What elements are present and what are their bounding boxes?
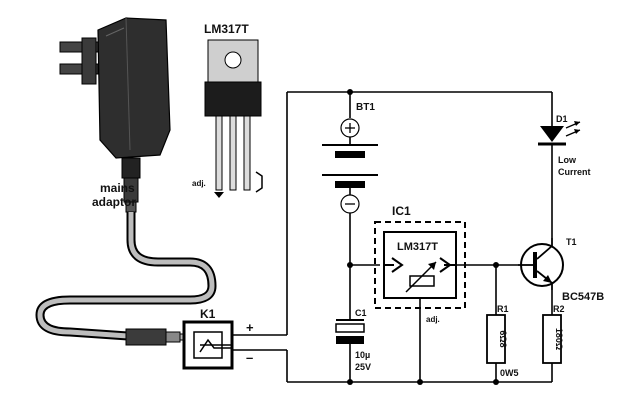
k1-label: K1 — [200, 307, 216, 321]
d1-led-symbol — [538, 118, 581, 150]
c1-label: C1 — [355, 308, 367, 318]
r1-rating: 0W5 — [500, 368, 519, 378]
r2-value: 180Ω — [554, 328, 564, 350]
adaptor-cable — [35, 212, 217, 341]
r1-value: 6Ω8 — [498, 330, 508, 347]
mains-adaptor-label-2: adaptor — [92, 195, 136, 209]
r2-resistor-symbol — [542, 314, 562, 364]
lm317t-package-picture — [204, 39, 263, 198]
d1-note-1: Low — [558, 155, 577, 165]
d1-label: D1 — [556, 114, 568, 124]
d1-note-2: Current — [558, 167, 591, 177]
circuit-wires — [232, 91, 553, 383]
r2-label: R2 — [553, 304, 565, 314]
ic1-adj-label: adj. — [426, 315, 440, 324]
mains-adaptor-label-1: mains — [100, 181, 135, 195]
bt1-label: BT1 — [356, 102, 375, 113]
lm317t-adj-label: adj. — [192, 179, 206, 188]
bt1-battery-symbol — [322, 118, 378, 214]
dc-plug — [125, 328, 189, 346]
ic1-regulator-symbol — [374, 221, 466, 309]
c1-capacitor-symbol — [335, 319, 365, 362]
c1-value-1: 10µ — [355, 350, 370, 360]
k1-connector-symbol — [182, 320, 234, 370]
ic1-part-label: LM317T — [397, 241, 438, 253]
r1-resistor-symbol — [486, 314, 506, 364]
k1-plus-label: + — [246, 320, 254, 335]
k1-minus-label: – — [246, 350, 253, 365]
ic1-label: IC1 — [392, 204, 411, 218]
t1-transistor-symbol — [518, 238, 564, 290]
c1-value-2: 25V — [355, 362, 371, 372]
mains-adaptor-picture — [59, 17, 171, 213]
r1-label: R1 — [497, 304, 509, 314]
junction-dots — [347, 89, 499, 385]
t1-part-label: BC547B — [562, 291, 604, 303]
lm317t-package-label: LM317T — [204, 22, 249, 36]
t1-label: T1 — [566, 237, 577, 247]
